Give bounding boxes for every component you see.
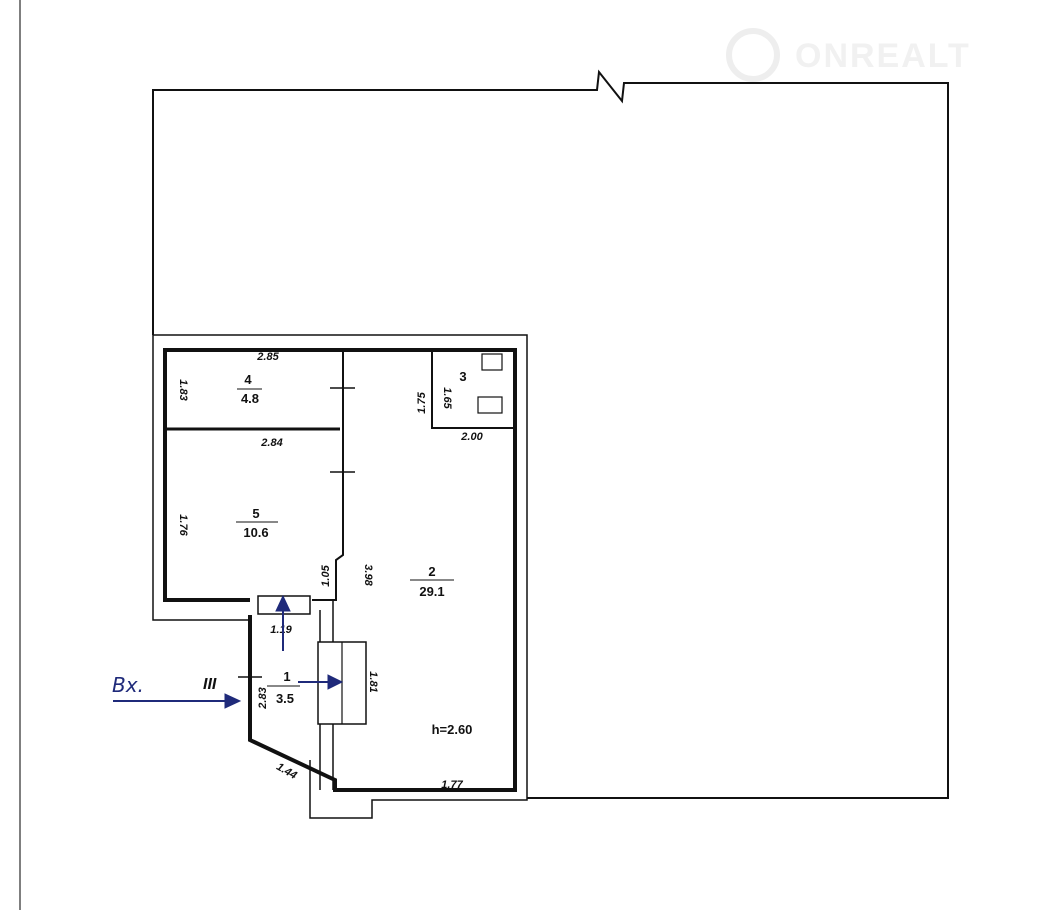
toilet-icon — [477, 396, 503, 414]
svg-text:29.1: 29.1 — [419, 584, 444, 599]
room-3-label: 3 — [459, 369, 466, 384]
entrance-label: Bx. — [112, 673, 144, 697]
bathroom-wall — [431, 350, 515, 429]
building-outline — [152, 69, 949, 799]
section-marker: III — [203, 676, 217, 693]
svg-text:10.6: 10.6 — [243, 525, 268, 540]
arrow-up-icon — [275, 594, 291, 651]
apartment-outer-wall — [153, 334, 528, 819]
entrance-arrow-icon — [113, 693, 242, 709]
dim-label: 1.77 — [441, 779, 463, 791]
watermark-text: ONREALT — [795, 37, 971, 75]
dim-label: 3.98 — [362, 564, 374, 586]
dim-label: 2.83 — [257, 687, 269, 709]
dim-label: 1.75 — [416, 391, 428, 413]
svg-text:5: 5 — [252, 506, 259, 521]
dim-label: 1.81 — [367, 671, 379, 692]
dim-label: 1.44 — [274, 761, 299, 782]
svg-text:2: 2 — [428, 564, 435, 579]
house-icon — [726, 28, 780, 82]
dim-label: 1.65 — [441, 387, 453, 409]
svg-text:4: 4 — [244, 372, 252, 387]
dim-label: 1.19 — [270, 624, 292, 636]
dim-label: 2.85 — [256, 351, 279, 363]
dim-label: 1.83 — [177, 379, 189, 400]
sink-icon — [481, 353, 503, 371]
room-1-label: 1 3.5 — [267, 669, 300, 706]
room-5-label: 5 10.6 — [236, 506, 278, 540]
wall-partition — [312, 350, 344, 601]
arrow-right-icon — [298, 674, 344, 690]
dim-label: 1.05 — [320, 564, 332, 586]
apartment-outer-wall-left — [152, 335, 250, 621]
inner-wall — [163, 348, 517, 792]
watermark: ONREALT — [726, 28, 971, 82]
svg-text:3.5: 3.5 — [276, 691, 294, 706]
dim-label: 2.84 — [260, 437, 282, 449]
dim-label: 1.76 — [177, 514, 189, 536]
room-4-label: 4 4.8 — [237, 372, 262, 406]
ceiling-height: h=2.60 — [432, 722, 473, 737]
dim-label: 2.00 — [460, 431, 483, 443]
svg-text:4.8: 4.8 — [241, 391, 259, 406]
svg-text:1: 1 — [283, 669, 290, 684]
room-2-label: 2 29.1 — [410, 564, 454, 599]
